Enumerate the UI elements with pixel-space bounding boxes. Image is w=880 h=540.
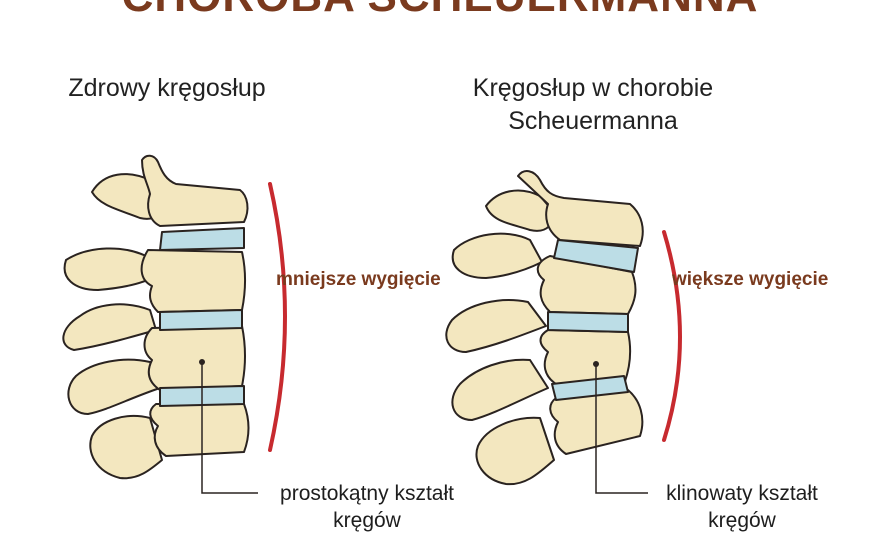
scheuermann-curvature-label: większe wygięcie (672, 269, 829, 290)
scheuermann-shape-label: klinowaty kształt kręgów (652, 481, 832, 535)
scheuermann-pointer-line (595, 364, 648, 494)
page-title: CHOROBA SCHEUERMANNA (0, 0, 880, 22)
scheuermann-vertebral-bodies (517, 170, 644, 455)
scheuermann-spine-heading: Kręgosłup w chorobie Scheuermanna (438, 72, 748, 137)
healthy-shape-label: prostokątny kształt kręgów (262, 481, 472, 535)
scheuermann-curvature-arc (662, 230, 682, 442)
healthy-curvature-arc (268, 182, 287, 452)
healthy-vertebra-3 (143, 325, 246, 391)
healthy-spinous-process-5 (89, 415, 163, 480)
healthy-vertebra-1 (141, 154, 249, 227)
healthy-shape-label-line-2: kręgów (333, 508, 401, 532)
scheuermann-shape-label-line-2: kręgów (708, 508, 776, 532)
scheuermann-disc-3 (551, 375, 629, 401)
scheuermann-spine-heading-line-2: Scheuermanna (508, 106, 678, 135)
healthy-spine-heading: Zdrowy kręgosłup (22, 72, 312, 105)
scheuermann-vertebra-3 (539, 329, 632, 385)
scheuermann-vertebra-2 (536, 255, 637, 315)
healthy-spinous-process-4 (67, 358, 161, 415)
healthy-curvature-label: mniejsze wygięcie (276, 269, 441, 290)
scheuermann-spinous-process-2 (451, 232, 543, 279)
scheuermann-spine-heading-line-1: Kręgosłup w chorobie (472, 74, 714, 102)
healthy-spinous-processes (62, 173, 164, 480)
healthy-spine (62, 154, 287, 494)
healthy-pointer-line (201, 362, 258, 494)
scheuermann-shape-label-line-1: klinowaty kształt (666, 482, 818, 505)
scheuermann-spinous-processes (445, 189, 555, 486)
healthy-shape-label-line-1: prostokątny kształt (280, 482, 454, 505)
healthy-vertebra-4 (149, 403, 250, 457)
healthy-vertebra-2 (140, 249, 246, 313)
healthy-disc-2 (159, 309, 243, 331)
scheuermann-discs (547, 239, 639, 401)
healthy-spinous-process-3 (62, 303, 157, 351)
healthy-vertebral-bodies (140, 154, 250, 457)
scheuermann-vertebra-1 (517, 170, 644, 247)
healthy-disc-1 (159, 227, 245, 251)
scheuermann-spinous-process-5 (475, 416, 555, 486)
scheuermann-disc-1 (553, 239, 639, 273)
scheuermann-spinous-process-3 (445, 299, 547, 353)
scheuermann-disc-2 (547, 311, 629, 333)
healthy-spinous-process-2 (63, 247, 157, 291)
healthy-spine-heading-line-1: Zdrowy kręgosłup (68, 74, 266, 102)
scheuermann-spine (445, 170, 682, 494)
scheuermann-spinous-process-4 (451, 358, 549, 421)
